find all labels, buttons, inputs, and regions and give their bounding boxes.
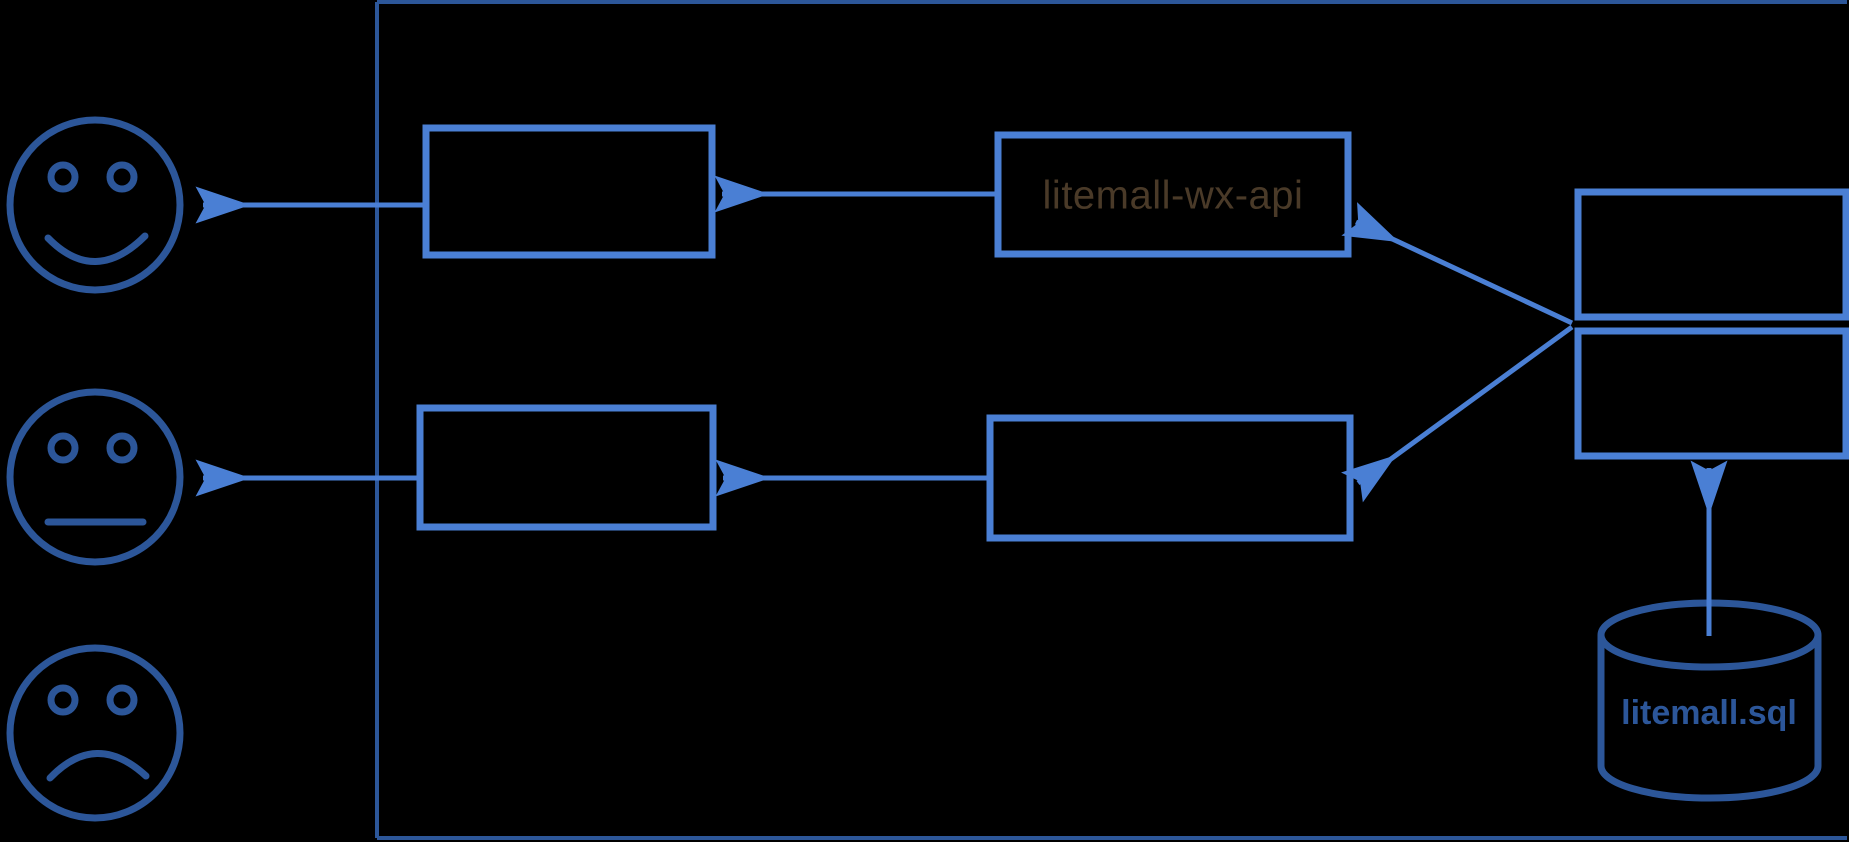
frontend-box-top[interactable] <box>422 124 716 259</box>
neutral-face-icon <box>6 388 184 566</box>
database-label: litemall.sql <box>1621 694 1797 732</box>
edge-core-to-api-top <box>1341 202 1574 326</box>
frontend-box-bottom[interactable] <box>416 404 717 531</box>
litemall-wx-api-box[interactable]: litemall-wx-api <box>994 131 1352 258</box>
core-box-top[interactable] <box>1574 188 1849 321</box>
edge-core-to-service-bottom <box>1341 324 1574 503</box>
core-box-bottom[interactable] <box>1574 327 1849 460</box>
sad-face-icon <box>6 644 184 822</box>
server-boundary <box>375 0 1847 840</box>
litemall-wx-api-label: litemall-wx-api <box>1043 174 1304 218</box>
happy-face-icon <box>6 116 184 294</box>
litemall-sql-database[interactable]: litemall.sql <box>1597 599 1822 802</box>
service-box-bottom[interactable] <box>986 414 1354 542</box>
